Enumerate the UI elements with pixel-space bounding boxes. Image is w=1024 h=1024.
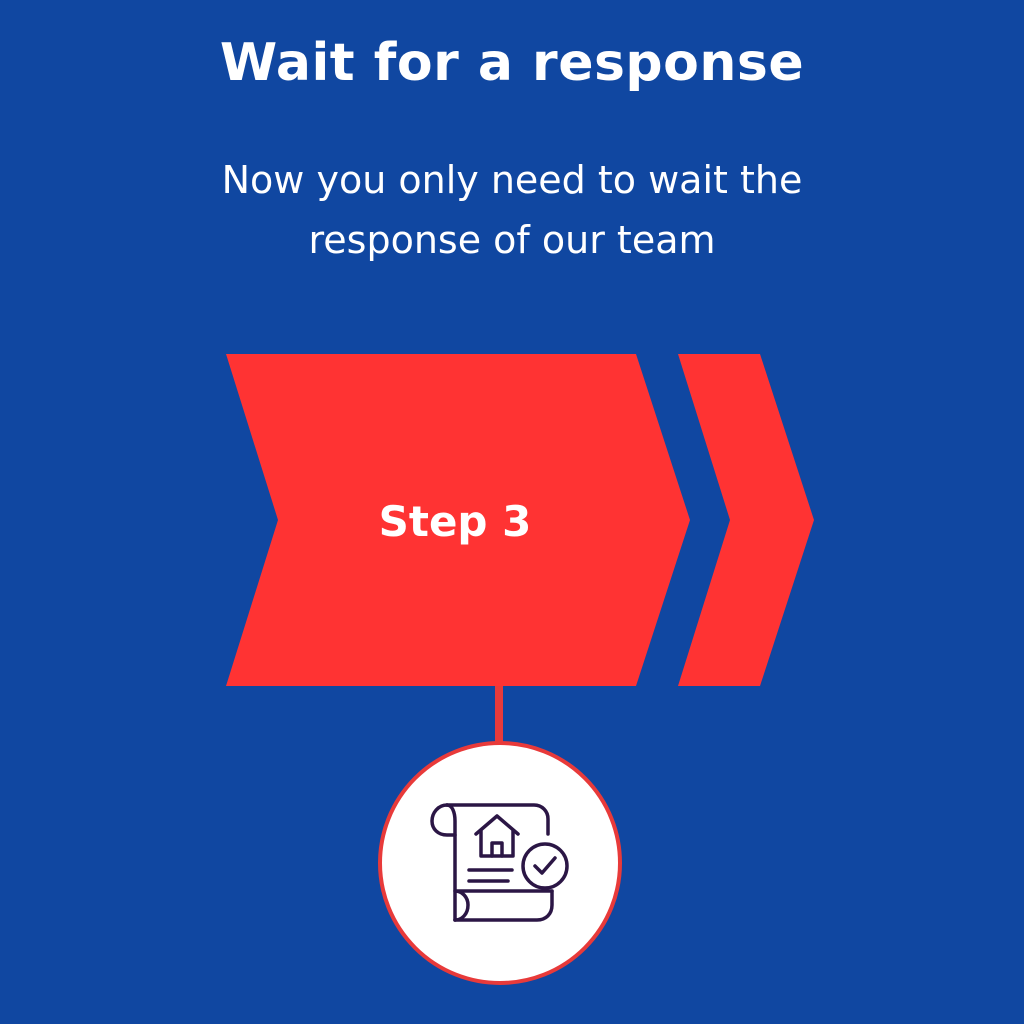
step-chevron <box>226 354 690 686</box>
instruction-text: Now you only need to wait the response o… <box>221 158 803 262</box>
page-title: Wait for a response <box>219 33 805 93</box>
icon-circle <box>378 741 622 985</box>
next-step-chevron <box>678 354 814 686</box>
connector-line <box>495 686 503 748</box>
house-document-check-icon <box>430 803 569 922</box>
step-label: Step 3 <box>378 497 532 546</box>
